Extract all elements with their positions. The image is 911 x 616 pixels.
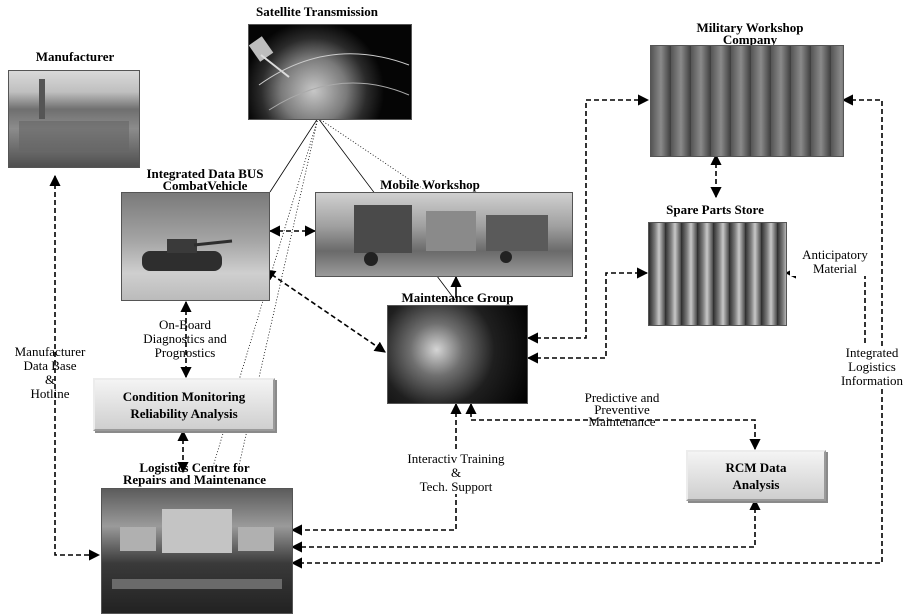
anticipatory-label: Anticipatory Material — [790, 248, 880, 276]
military-workshop-title-line2: Company — [722, 32, 778, 47]
training-line2: & — [450, 465, 462, 480]
manufacturer-title: Manufacturer — [35, 49, 115, 64]
logistics-centre-title-line2: Repairs and Maintenance — [123, 472, 266, 487]
onboard-label-line2: Diagnostics and — [143, 331, 227, 346]
onboard-label-line1: On-Board — [159, 317, 211, 332]
satellite-image — [248, 24, 412, 120]
arrow-manufacturer-logistics — [49, 174, 101, 561]
arrow-integrated-logistics — [290, 94, 883, 569]
arrow-rcm-logistics — [290, 498, 761, 553]
anticipatory-line2: Material — [812, 261, 858, 276]
condition-monitoring-box[interactable]: Condition Monitoring Reliability Analysi… — [93, 378, 275, 431]
arrow-vehicle-maintenance — [264, 269, 386, 353]
satellite-title: Satellite Transmission — [256, 4, 378, 19]
satellite-icon — [249, 36, 410, 111]
onboard-label-line3: Prognostics — [154, 345, 216, 360]
predictive-label: Predictive and Preventive Maintenance — [562, 390, 682, 429]
rcm-box[interactable]: RCM Data Analysis — [686, 450, 826, 501]
truck-icon — [354, 205, 548, 266]
mobile-workshop-image — [315, 192, 573, 277]
anticipatory-line1: Anticipatory — [802, 247, 868, 262]
logistics-centre-image — [101, 488, 293, 614]
training-label: Interactiv Training & Tech. Support — [388, 452, 524, 494]
onboard-label: On-Board Diagnostics and Prognostics — [125, 318, 245, 360]
tank-icon — [142, 239, 233, 271]
military-workshop-image — [650, 45, 844, 157]
logistics-centre-title: Logistics Centre for Repairs and Mainten… — [97, 460, 292, 487]
arrow-maintenance-rcm — [465, 402, 761, 451]
manufacturer-db-line4: Hotline — [30, 386, 70, 401]
condition-monitoring-line1: Condition Monitoring — [122, 388, 246, 404]
maintenance-group-title: Maintenance Group — [401, 290, 514, 305]
manufacturer-db-line3: & — [44, 372, 56, 387]
training-line1: Interactiv Training — [407, 451, 505, 466]
integrated-logistics-line1: Integrated — [845, 345, 899, 360]
military-workshop-title-line1: Military Workshop — [696, 20, 804, 35]
arrow-links — [49, 94, 883, 569]
control-room-icon — [112, 509, 282, 589]
integrated-logistics-line3: Information — [840, 373, 904, 388]
manufacturer-image — [8, 70, 140, 168]
manufacturer-db-line2: Data Base — [23, 358, 77, 373]
combat-vehicle-image — [121, 192, 270, 301]
predictive-line3: Maintenance — [588, 414, 656, 429]
mobile-workshop-title: Mobile Workshop — [380, 177, 480, 192]
logistics-centre-title-line1: Logistics Centre for — [139, 460, 250, 475]
rcm-line2: Analysis — [732, 476, 780, 492]
condition-monitoring-line2: Reliability Analysis — [130, 405, 238, 421]
predictive-line2: Preventive — [594, 402, 650, 417]
combat-vehicle-title: Integrated Data BUS CombatVehicle — [120, 166, 290, 193]
spare-parts-title: Spare Parts Store — [666, 202, 764, 217]
combat-vehicle-title-line1: Integrated Data BUS — [146, 166, 264, 181]
spare-parts-image — [648, 222, 787, 326]
military-workshop-title: Military Workshop Company — [650, 20, 850, 47]
integrated-logistics-label: Integrated Logistics Information — [833, 346, 911, 388]
predictive-line1: Predictive and — [584, 390, 660, 405]
integrated-logistics-line2: Logistics — [848, 359, 896, 374]
arrow-maintenance-spares — [526, 267, 649, 364]
training-line3: Tech. Support — [419, 479, 493, 494]
factory-icon — [19, 79, 129, 151]
manufacturer-db-line1: Manufacturer — [14, 344, 86, 359]
rcm-line1: RCM Data — [725, 459, 787, 475]
combat-vehicle-title-line2: CombatVehicle — [162, 178, 248, 193]
manufacturer-db-label: Manufacturer Data Base & Hotline — [2, 345, 98, 401]
maintenance-group-image — [387, 305, 528, 404]
